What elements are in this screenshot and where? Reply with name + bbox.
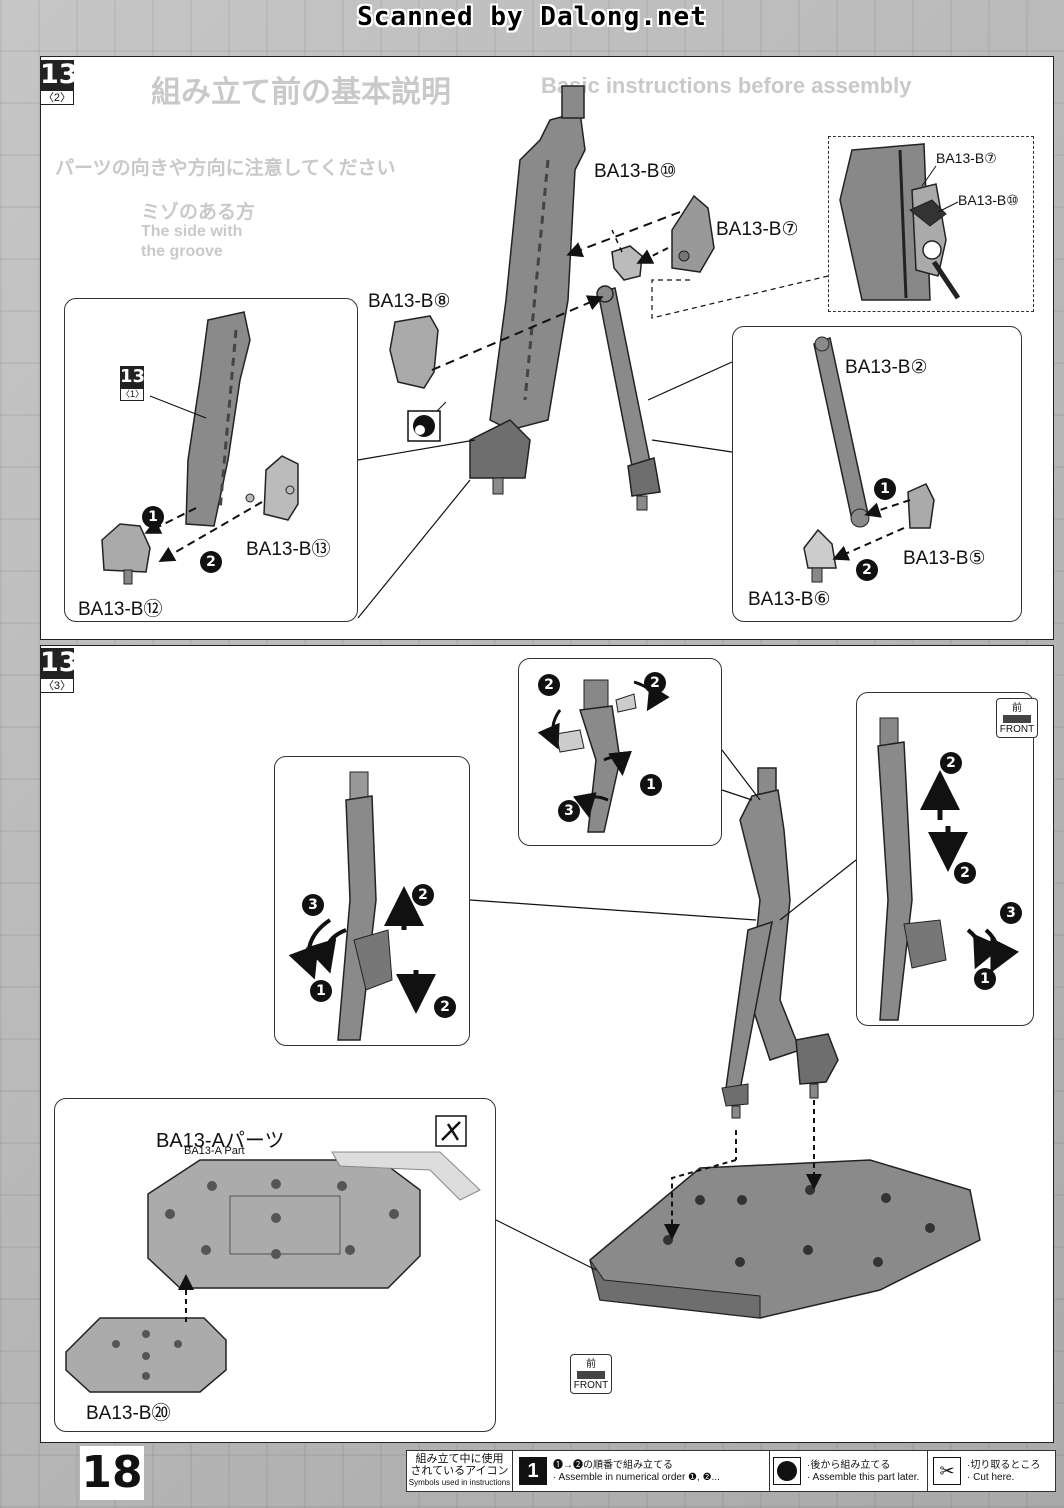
step-num-3: 3 [558,800,580,822]
symbol-legend: 組み立て中に使用 されているアイコン Symbols used in instr… [406,1450,1056,1492]
label-b8: BA13-B⑧ [368,291,451,312]
legend-item2-en: · Assemble this part later. [807,1472,920,1483]
step-sub-badge: 〈2〉 [40,90,74,105]
label-b7: BA13-B⑦ [716,219,799,240]
inset-top-mid-drawing [537,679,670,833]
legend-item2-jp: ·後から組み立てる [807,1460,891,1471]
inset-ref-sub: 〈1〉 [120,388,145,401]
front-arrow-icon [1003,715,1031,723]
legend-divider [927,1451,928,1491]
step-sub-badge: 〈3〉 [40,678,74,693]
stand-assembled [721,767,839,1119]
label-ba13-a: BA13-Aパーツ [156,1130,285,1152]
ghost-header-jp: 組み立て前の基本説明 [151,76,451,109]
zoom-label-b10: BA13-B⑩ [958,192,1019,208]
step-num-2: 2 [644,672,666,694]
step-num-2: 2 [940,752,962,774]
zoom-label-b7: BA13-B⑦ [936,150,997,166]
front-badge: 前 FRONT [570,1354,612,1394]
step-num-2: 2 [412,884,434,906]
label-b12: BA13-B⑫ [78,599,163,620]
ghost-side-en1: The side with [141,223,243,240]
inset-ref-badge: 13 [120,366,146,388]
ghost-side-en2: the groove [141,243,223,260]
zoom-drawing [839,143,961,301]
cut-here-icon: ✂ [933,1457,961,1485]
step-num-2: 2 [954,862,976,884]
legend-item1-jp: ❶→❷の順番で組み立てる [553,1460,673,1471]
part-b7-shape [671,194,715,273]
legend-divider [769,1451,770,1491]
ghost-side-jp: ミゾのある方 [141,202,256,223]
step-number-badge: 13 [40,647,78,678]
pillar-main [469,85,586,495]
scan-watermark: Scanned by Dalong.net [357,2,707,32]
inset-mid-right-drawing [877,717,1020,1021]
step-num-3: 3 [302,894,324,916]
label-b20: BA13-B⑳ [86,1403,171,1424]
page-number: 18 [80,1446,144,1500]
step-num-2: 2 [200,551,222,573]
step-num-1: 1 [974,968,996,990]
legend-title-en: Symbols used in instructions [408,1478,511,1487]
inset-base-drawing [65,1151,481,1393]
step-num-1: 1 [640,774,662,796]
legend-title: 組み立て中に使用 されているアイコン Symbols used in instr… [407,1451,513,1491]
part-b8-shape [389,315,439,389]
front-badge-en: FRONT [999,724,1035,735]
step-num-1: 1 [874,478,896,500]
step-num-2: 2 [856,559,878,581]
step-num-1: 1 [310,980,332,1002]
legend-title-jp1: 組み立て中に使用 [415,1453,504,1465]
front-badge-jp: 前 [586,1359,596,1370]
label-ba13-a-en: BA13-A Part [184,1145,245,1157]
part-b10-shape [611,245,643,281]
ghost-note: パーツの向きや方向に注意してください [55,158,396,179]
legend-item1-en: · Assemble in numerical order ❶, ❷... [553,1472,720,1483]
base-plate [589,1159,981,1319]
label-b10: BA13-B⑩ [594,161,677,182]
front-badge-jp: 前 [1012,703,1022,714]
label-b5: BA13-B⑤ [903,548,986,569]
front-arrow-icon [577,1371,605,1379]
label-b2: BA13-B② [845,357,928,378]
legend-title-jp2: されているアイコン [410,1465,509,1477]
label-b13: BA13-B⑬ [246,539,331,560]
pillar-leg [596,285,661,511]
step-num-2: 2 [538,674,560,696]
label-b6: BA13-B⑥ [748,589,831,610]
step-num-1: 1 [142,506,164,528]
legend-item3-en: · Cut here. [967,1472,1015,1483]
ghost-header-en: Basic instructions before assembly [541,73,912,98]
step-num-3: 3 [1000,902,1022,924]
inset-right-drawing [803,336,935,583]
legend-item3-jp: ·切り取るところ [967,1460,1041,1471]
step-number-badge: 13 [40,59,78,90]
inset-left-drawing [101,311,299,585]
front-badge-en: FRONT [573,1380,609,1391]
front-badge: 前 FRONT [996,698,1038,738]
step-num-2: 2 [434,996,456,1018]
inset-mid-left-drawing [288,771,436,1041]
assemble-later-icon [773,1457,801,1485]
number-step-icon: 1 [519,1457,547,1485]
